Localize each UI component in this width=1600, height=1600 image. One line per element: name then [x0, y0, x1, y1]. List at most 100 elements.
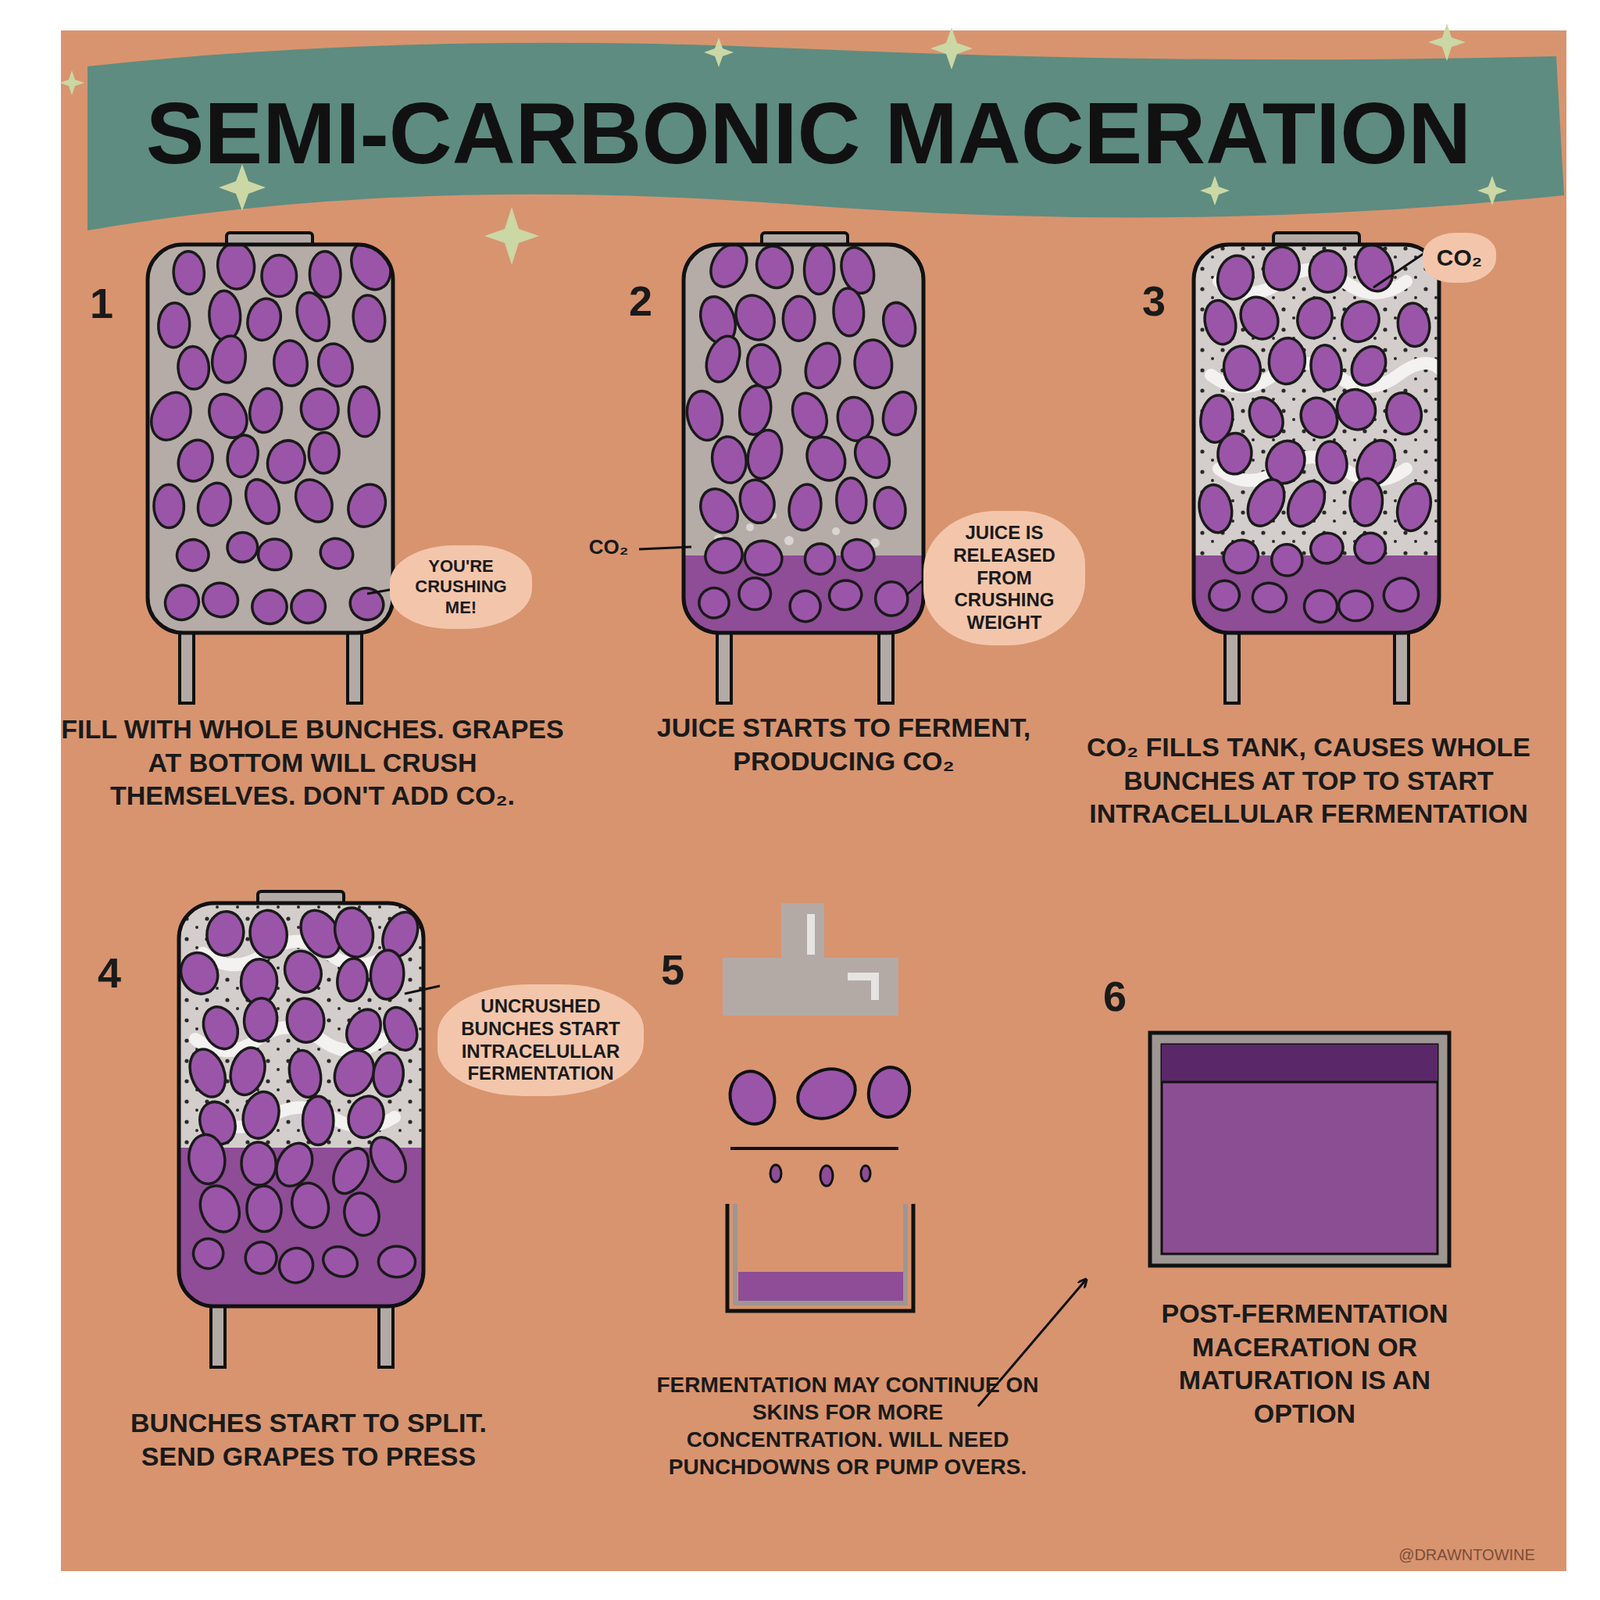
grape-bunch [326, 1142, 376, 1200]
callout-text: UNCRUSHED BUNCHES START INTRACELULLAR FE… [450, 995, 632, 1086]
grape-bunch [307, 432, 340, 475]
grape-bunch [1353, 532, 1386, 564]
gas-label: CO₂ [579, 534, 638, 561]
leader-line [367, 251, 1427, 994]
grape-bunch [239, 474, 286, 529]
grape-bunch [700, 532, 748, 578]
callout-number: 5 [653, 943, 693, 997]
step-caption: FERMENTATION MAY CONTINUE ON SKINS FOR M… [656, 1371, 1040, 1481]
title: SEMI-CARBONIC MACERATION [70, 54, 1547, 211]
callout-text: CO₂ [1435, 243, 1484, 272]
step-caption: FILL WITH WHOLE BUNCHES. GRAPES AT BOTTO… [54, 712, 571, 813]
grape-bunch [1345, 340, 1393, 392]
grape-bunch [208, 333, 249, 386]
grape-bunch [329, 903, 379, 961]
grape-bunch [693, 482, 746, 540]
grape-bunch [378, 1246, 416, 1278]
grape-bunch [247, 908, 290, 960]
grape-bunch [1329, 382, 1383, 437]
grape-bunch [339, 1189, 384, 1240]
callout-text: YOU'RE CRUSHING ME! [402, 556, 520, 618]
grape-bunch [1392, 479, 1436, 535]
grape-bunch [318, 1241, 363, 1282]
grape-bunch [878, 298, 921, 350]
grape-bunch [742, 340, 786, 392]
grape-bunch [272, 339, 309, 387]
grape-bunch [1240, 473, 1292, 533]
grape-bunch [751, 244, 798, 293]
grape-bunch [173, 435, 218, 486]
grape-bunch [1233, 290, 1286, 347]
grape-bunch [347, 385, 381, 438]
step-caption: POST-FERMENTATION MACERATION OR MATURATI… [1136, 1296, 1473, 1430]
tank [682, 232, 924, 704]
grape-bunch [848, 431, 897, 484]
grape-bunch [197, 577, 244, 623]
grape-bunch [196, 1001, 244, 1054]
grape-bunch [207, 289, 242, 342]
tank [174, 891, 425, 1368]
grape-bunch [339, 1003, 388, 1056]
grape-bunch [363, 1131, 413, 1188]
callout-bubble: UNCRUSHED BUNCHES START INTRACELULLAR FE… [437, 984, 644, 1097]
grape-bunch [288, 473, 340, 529]
grape-bunch [147, 385, 199, 447]
callout-bubble: CO₂ [1422, 232, 1497, 283]
grape-bunch [1335, 294, 1386, 348]
grape-bunch [740, 536, 786, 579]
grape-bunch [289, 588, 327, 625]
grape-bunch [286, 1178, 334, 1233]
grape-bunch [683, 387, 727, 444]
grape-bunch [1251, 581, 1289, 614]
grape-bunch [242, 294, 286, 344]
step-caption: JUICE STARTS TO FERMENT, PRODUCING CO₂ [593, 710, 1094, 778]
grape-bunch [291, 289, 335, 345]
grape-bunch [153, 484, 184, 529]
grape-bunch [1213, 251, 1258, 303]
grape-bunch [877, 387, 922, 440]
callout-text: JUICE IS RELEASED FROM CRUSHING WEIGHT [935, 521, 1073, 635]
grape-bunch [345, 582, 389, 625]
grape-bunch [1221, 343, 1263, 393]
grape-bunch [177, 345, 211, 390]
grape-bunch [1379, 573, 1423, 616]
callout-bubble: JUICE IS RELEASED FROM CRUSHING WEIGHT [923, 510, 1086, 646]
grape-bunch [1260, 244, 1302, 292]
press [722, 903, 914, 1311]
grape-bunch [1309, 250, 1347, 293]
grape-bunch [309, 250, 342, 297]
grape-bunch [1204, 575, 1245, 615]
grape-bunch [273, 1242, 319, 1290]
step-caption: CO₂ FILLS TANK, CAUSES WHOLE BUNCHES AT … [1085, 730, 1532, 831]
grape-bunch [203, 908, 247, 958]
grape-bunch [223, 432, 262, 480]
grape-bunch [1242, 391, 1290, 443]
grape-bunch [172, 250, 206, 296]
grape-bunch [341, 478, 393, 533]
grape-bunch [313, 339, 358, 391]
grape-bunch [785, 585, 826, 627]
grape-bunch [242, 1239, 280, 1278]
grape-bunch [1348, 477, 1385, 527]
grape-bunch [799, 338, 847, 394]
grape-bunch [1307, 529, 1347, 568]
grape-bunch [242, 996, 279, 1043]
grape-bunch [335, 957, 370, 1004]
grape-bunch [250, 589, 288, 625]
maturation-vessel [1150, 1032, 1450, 1266]
grape-bunch [285, 996, 327, 1045]
grape-bunch [186, 1132, 228, 1186]
tank [143, 232, 398, 704]
grape-bunch [237, 1087, 284, 1143]
grape-bunch [1270, 542, 1304, 577]
grape-bunch [835, 477, 868, 524]
grape-bunch [157, 302, 191, 349]
grape-bunch [1302, 588, 1340, 625]
grape-bunch [225, 529, 261, 565]
watermark: @DRAWNTOWINE [1375, 1545, 1559, 1565]
grape-bunch [803, 542, 837, 576]
grape-bunch [1308, 343, 1345, 393]
grape-bunch [257, 538, 293, 571]
grape-bunch [183, 1044, 232, 1103]
grape-bunch [303, 1096, 334, 1145]
